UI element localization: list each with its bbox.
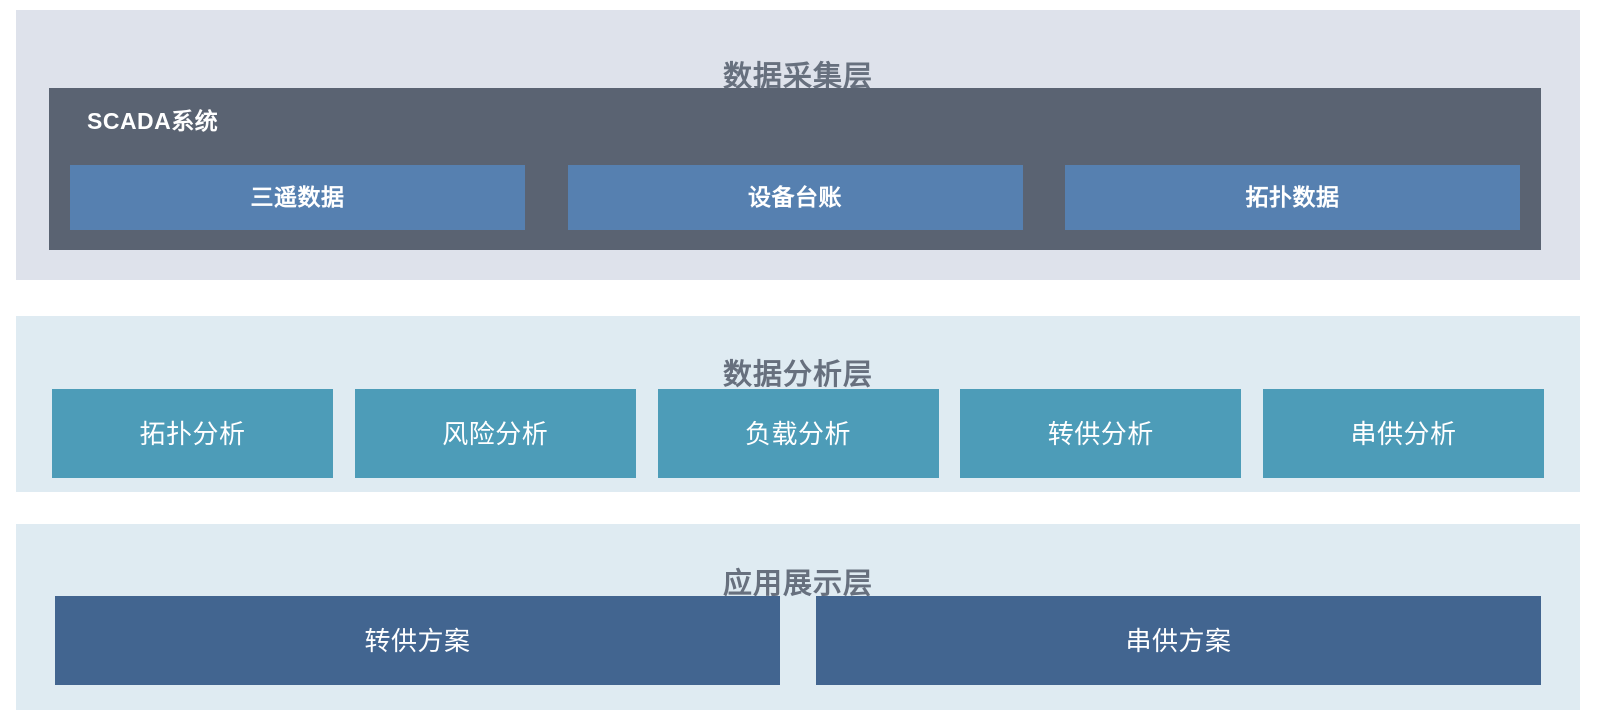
application-label: 转供方案 [364,625,471,656]
analysis-box-series-supply[interactable]: 串供分析 [1263,389,1544,478]
layer-panel-data-collection: 数据采集层 SCADA系统 三遥数据 设备台账 拓扑数据 [16,10,1580,280]
application-label: 串供方案 [1125,625,1232,656]
data-source-box-topology[interactable]: 拓扑数据 [1065,165,1520,230]
data-source-box-equipment-ledger[interactable]: 设备台账 [567,165,1023,230]
layer-panel-data-analysis: 数据分析层 拓扑分析 风险分析 负载分析 转供分析 串供分析 [16,316,1580,492]
data-source-box-telemetry[interactable]: 三遥数据 [70,165,525,230]
data-source-label: 拓扑数据 [1245,184,1340,210]
analysis-box-list: 拓扑分析 风险分析 负载分析 转供分析 串供分析 [52,389,1544,478]
analysis-box-transfer-supply[interactable]: 转供分析 [960,389,1242,478]
analysis-box-load[interactable]: 负载分析 [657,389,939,478]
application-box-transfer-supply-plan[interactable]: 转供方案 [55,596,780,685]
application-box-list: 转供方案 串供方案 [55,596,1541,685]
scada-system-group: SCADA系统 三遥数据 设备台账 拓扑数据 [49,88,1541,250]
data-source-box-list: 三遥数据 设备台账 拓扑数据 [70,165,1520,230]
data-source-label: 设备台账 [748,184,842,210]
analysis-label: 拓扑分析 [139,418,246,449]
analysis-box-topology[interactable]: 拓扑分析 [52,389,333,478]
analysis-label: 风险分析 [442,418,549,449]
analysis-label: 负载分析 [744,418,851,449]
layer-title-data-collection: 数据采集层 [722,61,873,94]
analysis-label: 串供分析 [1350,418,1457,449]
layer-title-application-presentation: 应用展示层 [722,568,873,601]
layer-title-data-analysis: 数据分析层 [722,359,873,392]
analysis-box-risk[interactable]: 风险分析 [354,389,636,478]
data-source-label: 三遥数据 [250,184,345,210]
analysis-label: 转供分析 [1047,418,1154,449]
layer-panel-application-presentation: 应用展示层 转供方案 串供方案 [16,524,1580,710]
application-box-series-supply-plan[interactable]: 串供方案 [816,596,1541,685]
scada-system-label: SCADA系统 [87,108,219,134]
